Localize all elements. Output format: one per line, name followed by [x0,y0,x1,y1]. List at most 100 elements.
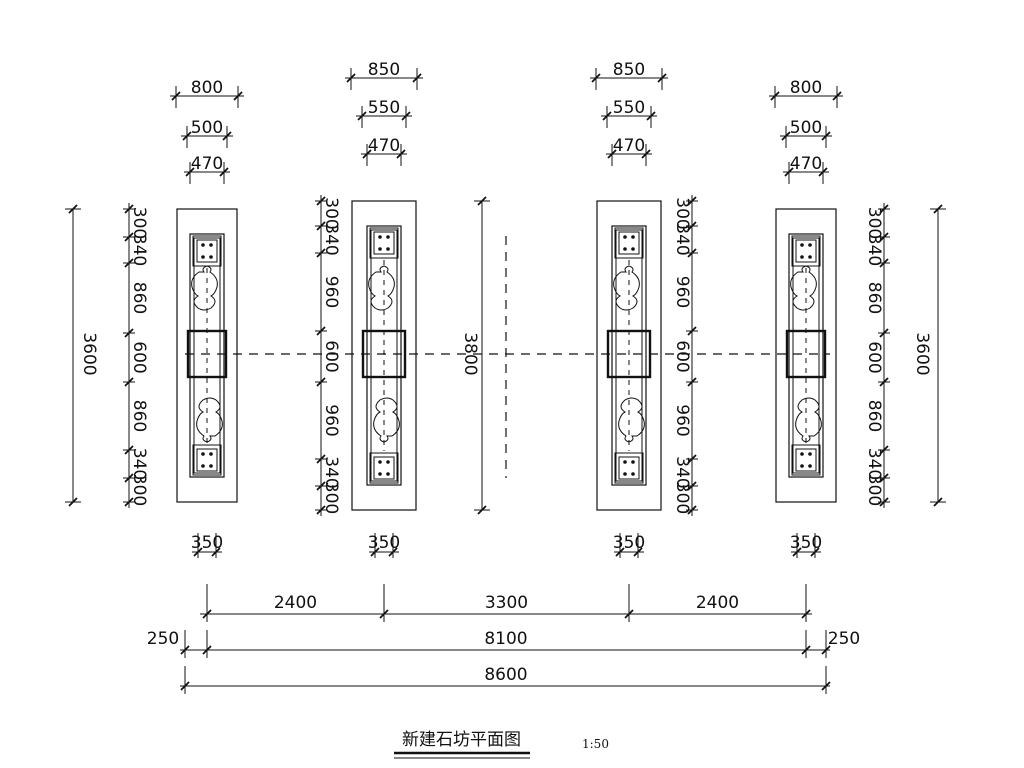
anchor-bolt [209,452,213,456]
base-dim-tick [370,547,380,557]
top-anchor-block [192,235,222,267]
pillar-frame [366,225,402,486]
base-slab-outline [351,200,417,511]
vase-ornament [618,397,645,443]
chain-segment-label: 860 [129,400,149,432]
pillar-frame [611,225,647,486]
overall-height-label: 3600 [79,332,99,375]
axis-total-label: 8100 [484,629,527,649]
anchor-bolt [386,247,390,251]
anchor-bolt [631,247,635,251]
anchor-bolt [800,255,804,259]
bottom-anchor-block [192,444,222,476]
top-dim-tick [832,91,842,101]
vase-ornament [373,397,400,443]
anchor-block-inner [373,456,395,480]
bottom-anchor-block [791,444,821,476]
span-dim-tick [202,609,212,619]
anchor-bolt [631,235,635,239]
chain-dim-tick [879,204,889,214]
anchor-block-outline [791,444,821,476]
span-dim-tick [379,609,389,619]
overall-dim-tick [68,497,78,507]
top-width-label: 850 [613,60,645,80]
top-width-label: 550 [368,98,400,118]
chain-segment-label: 300 [129,207,149,239]
top-width-label: 470 [191,154,223,174]
chain-segment-label: 340 [129,234,149,266]
anchor-bolt [201,255,205,259]
top-width-label: 850 [368,60,400,80]
base-width-label: 350 [191,533,223,553]
top-dim-tick [346,73,356,83]
top-width-label: 800 [790,78,822,98]
top-dim-tick [182,131,192,141]
chain-dim-tick [316,248,326,258]
chain-segment-label: 600 [129,341,149,373]
chain-segment-label: 860 [864,282,884,314]
chain-dim-tick [879,377,889,387]
chain-segment-label: 960 [321,276,341,308]
top-dim-tick [412,73,422,83]
anchor-bolt [209,255,213,259]
anchor-bolt [378,235,382,239]
top-dim-tick [657,73,667,83]
chain-dim-tick [316,481,326,491]
overall-height-label: 3800 [460,332,480,375]
anchor-bolt [386,460,390,464]
anchor-bolt [808,255,812,259]
base-width-dimension: 350 [191,533,223,558]
top-dim-tick [219,167,229,177]
pillar-frame-inner [193,237,221,474]
base-width-dimension: 350 [368,533,400,558]
top-dim-tick [222,131,232,141]
chain-segment-label: 300 [321,482,341,514]
chain-segment-label: 340 [672,456,692,488]
base-width-dimension: 350 [613,533,645,558]
overall-height-label: 3600 [912,332,932,375]
anchor-block-inner [196,239,218,263]
bottom-anchor-block [369,452,399,484]
top-width-label: 470 [368,136,400,156]
chain-segment-label: 600 [672,340,692,372]
base-dim-tick [792,547,802,557]
top-width-label: 470 [613,136,645,156]
vase-ornament [790,265,817,311]
axis-total-dim-tick [801,645,811,655]
base-slab-outline [596,200,662,511]
base-width-dimension: 350 [790,533,822,558]
overall-dim-tick [68,204,78,214]
chain-segment-label: 300 [321,197,341,229]
vase-ornament [196,397,223,443]
top-dim-tick [396,149,406,159]
chain-dim-tick [687,505,697,515]
chain-segment-label: 340 [321,456,341,488]
vase-ornament [795,397,822,443]
chain-segment-label: 960 [672,404,692,436]
top-dim-tick [607,149,617,159]
top-dim-tick [233,91,243,101]
axis-total-dim-tick [202,645,212,655]
chain-dim-tick [124,473,134,483]
span-between-label: 2400 [274,593,317,613]
span-between-label: 3300 [485,593,528,613]
top-dim-tick [821,131,831,141]
drawing-scale: 1:50 [582,737,609,751]
anchor-bolt [386,235,390,239]
chain-segment-label: 300 [129,474,149,506]
base-dim-tick [193,547,203,557]
anchor-bolt [808,464,812,468]
base-width-label: 350 [613,533,645,553]
top-width-dimensions: 850 550 470 [345,60,423,166]
chain-dim-tick [316,221,326,231]
anchor-bolt [201,243,205,247]
chain-segment-label: 600 [864,341,884,373]
overall-height-dimension: 3800 [460,196,490,515]
chain-dim-tick [687,248,697,258]
chain-segment-label: 600 [321,340,341,372]
